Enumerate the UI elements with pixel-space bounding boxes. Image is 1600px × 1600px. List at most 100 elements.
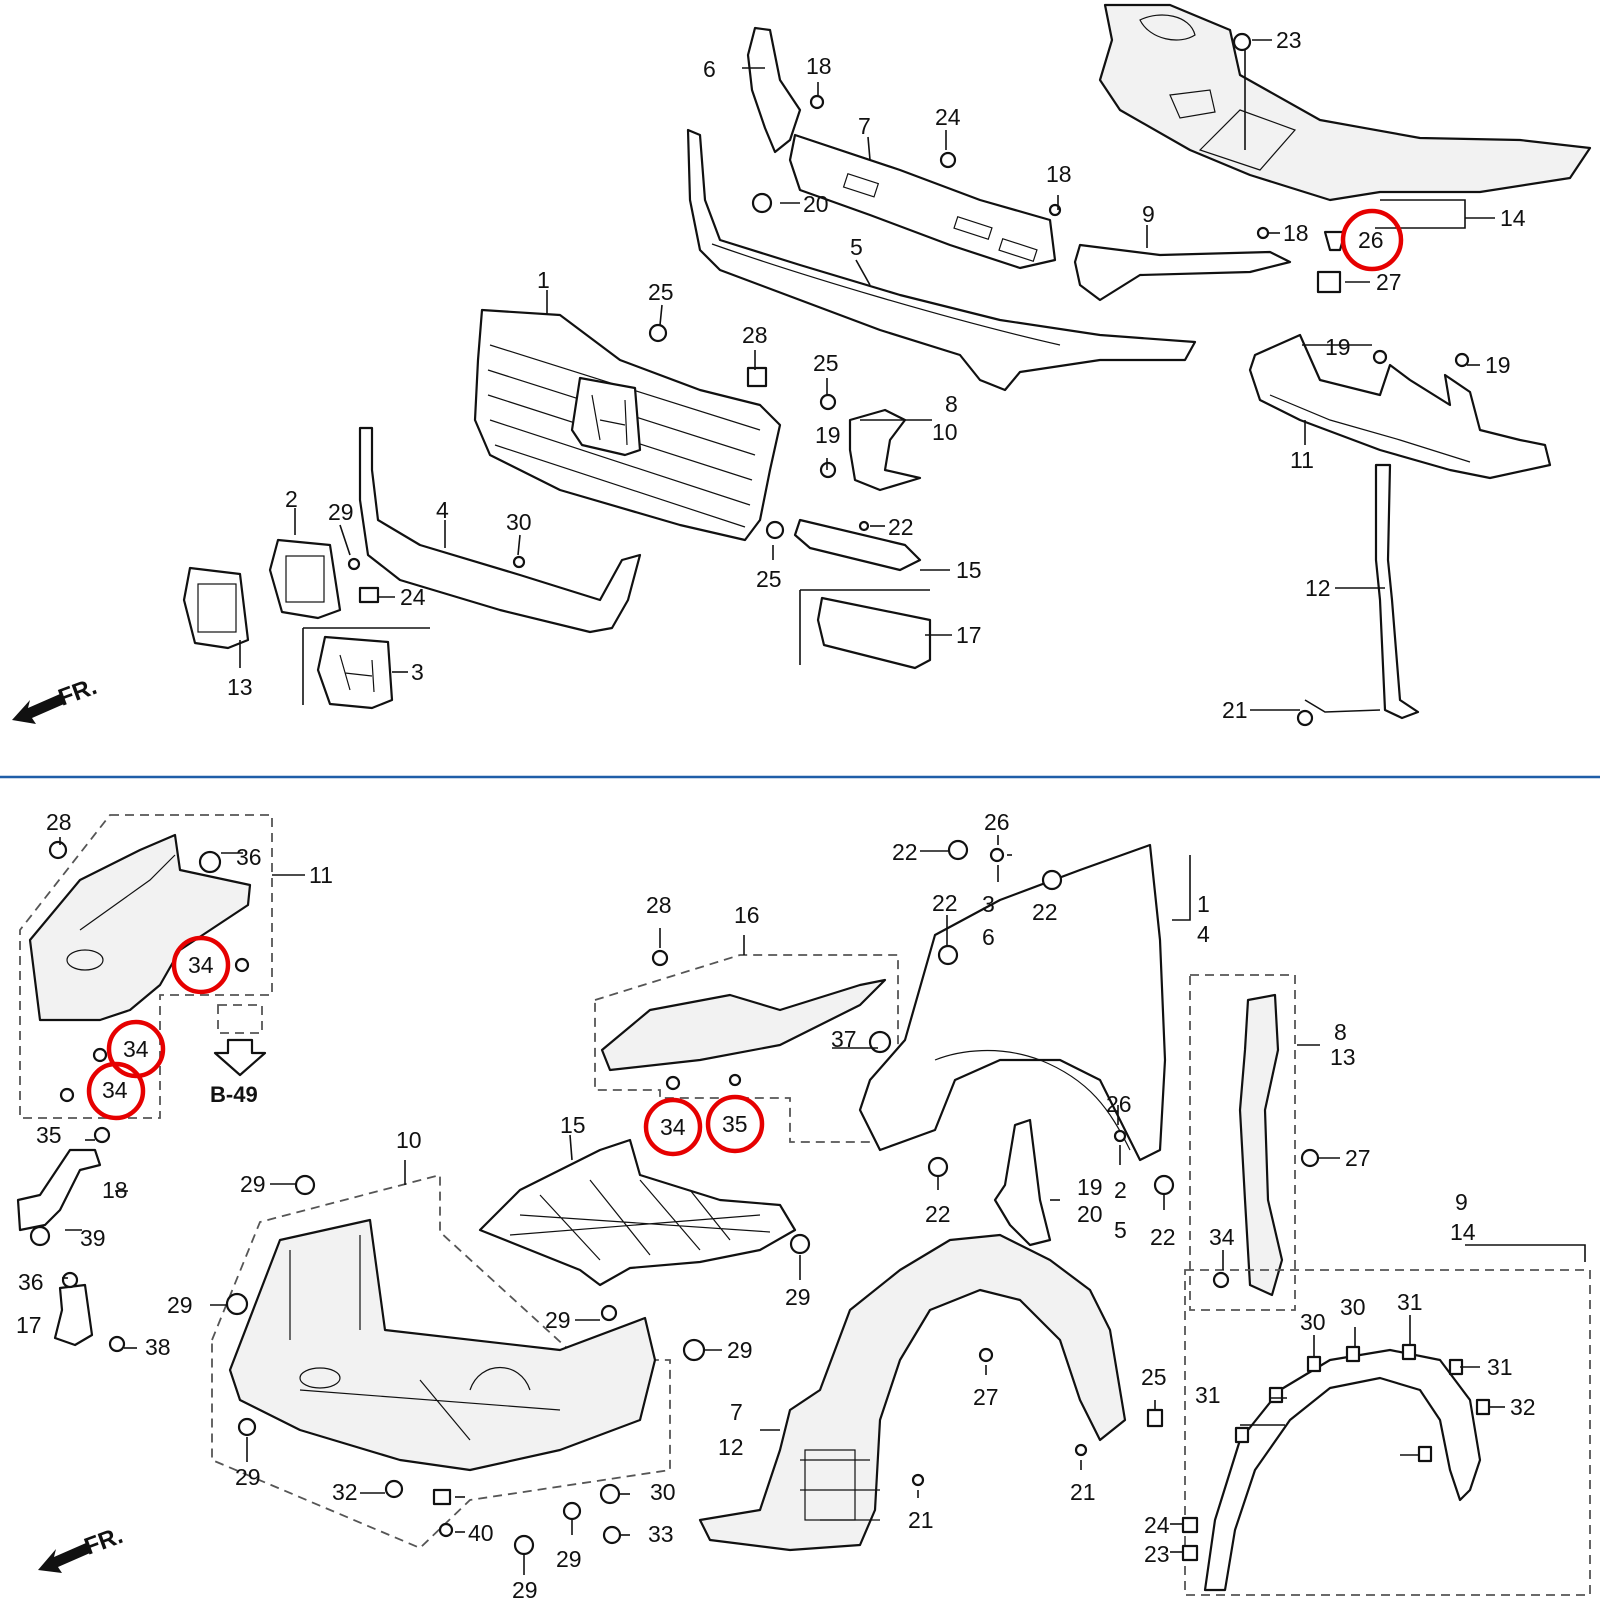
callout-12-bottom: 12	[718, 1434, 744, 1460]
callout-38-bottom: 39	[80, 1225, 106, 1251]
callout-34a-bottom: 34	[188, 952, 214, 978]
callout-20-top: 20	[803, 191, 829, 217]
callout-18b-top: 18	[1046, 161, 1072, 187]
callout-28-top: 28	[742, 322, 768, 348]
part-8-fender-seal	[1238, 993, 1284, 1297]
callout-19-bottom: 19	[1077, 1174, 1103, 1200]
callout-17-top: 17	[956, 622, 982, 648]
callout-11-top: 11	[1290, 447, 1314, 473]
highlight-circle-34e	[705, 1094, 765, 1154]
callout-8-bottom: 8	[1334, 1019, 1347, 1045]
callout-15-bottom: 15	[560, 1112, 586, 1138]
callout-31a-bottom: 31	[1397, 1289, 1423, 1315]
callout-33-bottom: 34	[1209, 1224, 1235, 1250]
highlight-circle-34c	[86, 1061, 146, 1121]
part-6-bracket	[746, 26, 802, 154]
part-11-absorber	[1248, 333, 1552, 480]
callout-27-top: 27	[1376, 269, 1402, 295]
callout-30c-bottom: 31	[1195, 1382, 1221, 1408]
part-14-upper-cover	[1098, 3, 1592, 202]
callout-36b-bottom: 37	[831, 1026, 857, 1052]
callout-24-bottom: 24	[1144, 1512, 1170, 1538]
callout-7-top: 7	[858, 113, 871, 139]
callout-29b-bottom: 29	[167, 1292, 193, 1318]
reference-b49: B-49	[210, 1082, 258, 1107]
part-5-lower-molding	[686, 128, 1197, 392]
callout-22a-bottom: 22	[892, 839, 918, 865]
callout-37-bottom: 38	[145, 1334, 171, 1360]
callout-2-bottom: 2	[1114, 1177, 1127, 1203]
callout-29i-bottom: 30	[650, 1479, 676, 1505]
callout-29h-bottom: 29	[556, 1546, 582, 1572]
callout-21b-bottom: 21	[1070, 1479, 1096, 1505]
part-12-stay	[1374, 463, 1420, 720]
part-11-splash-shield	[28, 833, 252, 1022]
callout-29e-bottom: 29	[785, 1284, 811, 1310]
callout-31b-bottom: 31	[1487, 1354, 1513, 1380]
part-15-bracket	[793, 518, 922, 572]
callout-1-bottom: 1	[1197, 891, 1210, 917]
highlight-circle-34d	[643, 1097, 703, 1157]
front-label-bottom: FR.	[81, 1522, 127, 1561]
part-18-bracket	[16, 1148, 102, 1232]
callout-22-top: 22	[888, 514, 914, 540]
callout-4-top: 4	[436, 497, 449, 523]
callout-29-top: 29	[328, 499, 354, 525]
callout-15-top: 15	[956, 557, 982, 583]
part-15-undercover	[478, 1138, 797, 1287]
part-7-inner-fender	[698, 1233, 1127, 1552]
callout-9-bottom: 9	[1455, 1189, 1468, 1215]
callout-10-top: 10	[932, 419, 958, 445]
callout-6-bottom: 6	[982, 924, 995, 950]
part-19-seal	[993, 1118, 1052, 1247]
callout-18c-top: 18	[1283, 220, 1309, 246]
callout-30a-bottom: 30	[1300, 1309, 1326, 1335]
callout-25c-top: 25	[756, 566, 782, 592]
callout-34d-bottom: 34	[660, 1114, 686, 1140]
callout-19a-top: 19	[1325, 334, 1351, 360]
callout-22d-bottom: 22	[925, 1201, 951, 1227]
highlight-circle-26	[1340, 208, 1404, 272]
callout-24b-top: 24	[400, 584, 426, 610]
callout-3-top: 3	[411, 659, 424, 685]
callout-18-bottom: 18	[102, 1177, 128, 1203]
callout-31c-bottom: 32	[1510, 1394, 1536, 1420]
callout-1-top: 1	[537, 267, 550, 293]
callout-27a-bottom: 27	[1345, 1145, 1371, 1171]
front-arrow-icon	[12, 694, 64, 724]
callout-35a-bottom: 35	[36, 1122, 62, 1148]
callout-35b-bottom: 36	[18, 1269, 44, 1295]
callout-12-top: 12	[1305, 575, 1331, 601]
callout-24a-top: 24	[935, 104, 961, 130]
callout-18a-top: 18	[806, 53, 832, 79]
b49-reference: B-49	[210, 1004, 267, 1107]
part-16-cover	[600, 978, 887, 1072]
callout-27b-bottom: 27	[973, 1384, 999, 1410]
callout-34b-bottom: 34	[123, 1036, 149, 1062]
bottom-callouts: 1 4 2 5 3 6 7 12 8 13 9 14 10 11 15 16 1…	[16, 809, 1536, 1600]
callout-25a-top: 25	[648, 279, 674, 305]
down-arrow-icon	[213, 1038, 267, 1077]
callout-7-bottom: 7	[730, 1399, 743, 1425]
callout-22c-bottom: 22	[1032, 899, 1058, 925]
callout-19c-top: 19	[815, 422, 841, 448]
front-arrow-icon	[38, 1543, 90, 1573]
callout-39-bottom: 40	[468, 1520, 494, 1546]
bottom-panel: B-49 1 4 2 5 3 6 7 12 8 13 9 14 10 11 15…	[16, 809, 1591, 1600]
callout-20-bottom: 20	[1077, 1201, 1103, 1227]
callout-8-top: 8	[945, 391, 958, 417]
callout-30b-bottom: 30	[1340, 1294, 1366, 1320]
callout-3-bottom: 3	[982, 891, 995, 917]
callout-34c-bottom: 34	[102, 1077, 128, 1103]
highlight-circle-34a	[171, 935, 231, 995]
callout-22e-bottom: 22	[1150, 1224, 1176, 1250]
callout-25-bottom: 25	[1141, 1364, 1167, 1390]
top-panel: 1 2 3 4 5 6 7 8 9 10 11 12 13 14 15 17 1…	[12, 3, 1592, 727]
top-callouts: 1 2 3 4 5 6 7 8 9 10 11 12 13 14 15 17 1…	[227, 27, 1526, 723]
callout-2-top: 2	[285, 486, 298, 512]
callout-28a-bottom: 28	[46, 809, 72, 835]
part-10-undercover	[228, 1218, 657, 1472]
callout-14-top: 14	[1500, 205, 1526, 231]
callout-36a-bottom: 36	[236, 844, 262, 870]
